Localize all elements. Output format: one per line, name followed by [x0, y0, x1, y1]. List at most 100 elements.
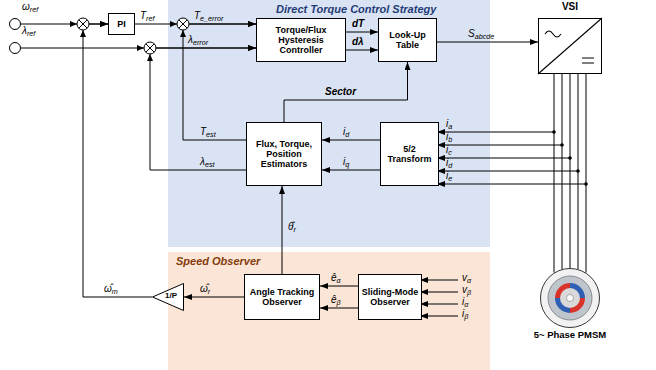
symbol: i — [446, 170, 448, 181]
subscript: c — [448, 148, 452, 157]
signal-arrow — [282, 186, 283, 274]
symbol: T — [200, 126, 206, 137]
node-label: Look-Up Table — [379, 30, 436, 50]
signal-label: λest — [200, 157, 215, 167]
signal-arrow — [437, 42, 538, 43]
gain-triangle: 1/P — [152, 283, 184, 311]
node-label: 5/2 Transform — [381, 144, 438, 164]
drawing-part — [180, 30, 186, 37]
drawing-part — [77, 18, 89, 30]
drawing-part — [568, 156, 572, 160]
signal-name: iα — [462, 297, 468, 307]
signal-name: ic — [446, 145, 452, 155]
signal-arrow — [320, 286, 358, 287]
drawing-part — [437, 158, 570, 159]
signal-arrow — [320, 308, 358, 309]
drawing-part — [437, 145, 562, 146]
subscript: a — [448, 122, 452, 131]
process-box: Sliding-Mode Observer — [358, 274, 422, 320]
drawing-part — [177, 18, 189, 30]
drawing-part — [538, 18, 602, 74]
signal-name: iβ — [462, 309, 468, 319]
signal-arrow — [322, 170, 380, 171]
drawing-part — [582, 58, 594, 63]
subscript: error — [193, 38, 208, 47]
signal-arrow — [83, 24, 152, 297]
signal-label: Test — [200, 127, 216, 137]
drawing-part — [420, 280, 458, 281]
drawing-part — [420, 304, 458, 305]
symbol: ê — [331, 294, 337, 305]
symbol: λ — [188, 34, 193, 45]
inverter-outline — [538, 18, 602, 74]
symbol: i — [446, 157, 448, 168]
node-label: Angle Tracking Observer — [245, 287, 319, 307]
node-label: Sliding-Mode Observer — [359, 287, 421, 307]
node-label: 5~ Phase PMSM — [532, 330, 608, 341]
node-label: 1/P — [165, 292, 177, 300]
symbol: i — [446, 118, 448, 129]
drawing-part — [137, 45, 144, 51]
subscript: est — [205, 160, 215, 169]
signal-label: dλ — [352, 37, 364, 47]
drawing-part — [179, 20, 187, 28]
region-heading: Speed Observer — [176, 255, 260, 267]
observer-inputs — [420, 280, 458, 316]
drawing-part — [437, 184, 586, 185]
subscript: d — [448, 161, 452, 170]
drawing-part — [146, 44, 154, 52]
subscript: ref — [30, 5, 38, 14]
signal-label: Sabcde — [468, 29, 494, 39]
drawing-part — [79, 20, 87, 28]
drawing-part — [541, 269, 599, 327]
symbol: v — [462, 272, 467, 283]
drawing-part — [70, 21, 77, 27]
symbol: v — [462, 284, 467, 295]
signal-arrow — [284, 62, 408, 122]
drawing-part — [437, 171, 578, 172]
subscript: e — [448, 174, 452, 183]
subscript: q — [345, 160, 349, 169]
symbol: ê — [331, 272, 337, 283]
symbol: T — [194, 10, 200, 21]
process-box: Flux, Torque, Position Estimators — [246, 122, 322, 186]
drawing-part — [560, 143, 564, 147]
subscript: β — [467, 288, 471, 297]
signal-label: λerror — [188, 35, 208, 45]
node-label: ωref — [22, 2, 38, 12]
drawing-part — [552, 130, 556, 134]
subscript: m — [112, 287, 118, 296]
drawing-part — [554, 74, 555, 273]
gain-triangle-shape — [153, 284, 184, 311]
subscript: r — [208, 287, 210, 296]
tap-dots — [552, 130, 588, 186]
subscript: ref — [146, 14, 154, 23]
symbol: i — [446, 131, 448, 142]
observer-region — [168, 252, 490, 370]
reference-input: λref — [4, 26, 48, 56]
signal-label: êα — [331, 273, 341, 283]
symbol: ω — [22, 1, 30, 12]
node-label: Flux, Torque, Position Estimators — [247, 139, 321, 169]
signal-name: Tref — [140, 11, 155, 21]
signal-name: vα — [462, 273, 471, 283]
drawing-part — [144, 42, 156, 54]
drawing-part — [170, 21, 177, 27]
drawing-part — [80, 30, 86, 37]
inverter-box: VSI — [534, 0, 606, 74]
symbol: i — [343, 126, 345, 137]
motor: 5~ Phase PMSM — [532, 266, 608, 368]
drawing-part — [545, 31, 561, 37]
process-box: Torque/Flux Hysteresis Controller — [256, 18, 346, 62]
subscript: b — [448, 135, 452, 144]
signal-name: id — [446, 158, 452, 168]
observer-region: Speed ObserverAngle Tracking Observer Sli… — [168, 252, 490, 370]
symbol: i — [462, 308, 464, 319]
drawing-part — [560, 288, 580, 308]
subscript: β — [464, 312, 468, 321]
drawing-part — [576, 169, 580, 173]
signal-arrow — [322, 140, 380, 141]
controller-box: PI — [108, 13, 135, 35]
drawing-part — [586, 74, 587, 273]
